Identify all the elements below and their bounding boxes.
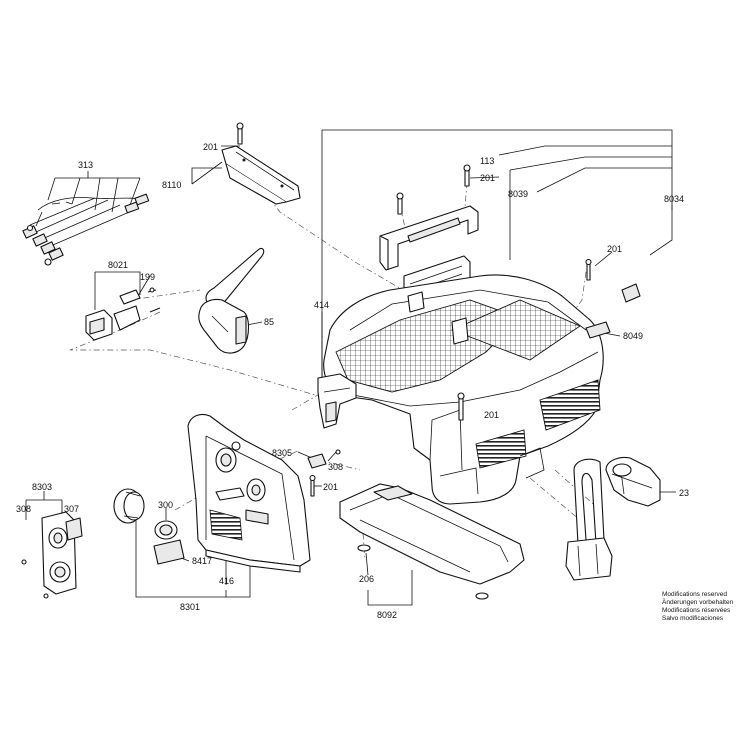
latch-414: [317, 373, 357, 429]
bottom-tray-8092: [339, 483, 525, 600]
label-8092: 8092: [377, 610, 397, 620]
side-panel-8303: [21, 511, 83, 599]
label-23: 23: [679, 488, 689, 498]
part-number-labels: 313 201 8110 113 201 8039 8034 201 8021 …: [16, 142, 689, 620]
switch-8021: [85, 287, 161, 341]
screws-8305: [307, 449, 341, 497]
label-113: 113: [480, 156, 494, 166]
notice-line-4: Salvo modificaciones: [662, 615, 724, 622]
label-307: 307: [64, 504, 79, 514]
label-85: 85: [264, 317, 274, 327]
label-201-panel: 201: [323, 482, 338, 492]
cable-hook-85: [198, 247, 265, 354]
label-199: 199: [140, 272, 155, 282]
leader-lines: [25, 129, 676, 606]
label-416: 416: [219, 576, 234, 586]
label-8034: 8034: [664, 194, 684, 204]
label-300: 300: [158, 500, 173, 510]
label-8021: 8021: [108, 260, 128, 270]
front-panel-8301: [187, 413, 311, 573]
label-313: 313: [78, 160, 93, 170]
label-8301: 8301: [180, 602, 200, 612]
label-8049: 8049: [623, 331, 643, 341]
label-308-upper: 308: [328, 462, 343, 472]
small-parts-right: [585, 258, 641, 339]
label-8417: 8417: [192, 556, 212, 566]
label-8110: 8110: [162, 180, 181, 190]
label-206: 206: [359, 574, 374, 584]
main-housing-8034: [323, 274, 604, 505]
label-414: 414: [314, 300, 329, 310]
label-201-handle: 201: [480, 173, 495, 183]
cap-300-8417: [153, 520, 185, 565]
knob-300: [113, 488, 145, 524]
label-308-lower: 308: [16, 504, 31, 514]
label-8305: 8305: [272, 448, 292, 458]
label-8039: 8039: [508, 189, 528, 199]
strap-clamp-23: [565, 456, 661, 581]
label-201-top-left: 201: [203, 142, 218, 152]
carry-handle-8110: [221, 122, 301, 205]
notice-line-1: Modifications reserved: [662, 591, 727, 598]
notice-line-3: Modifications réservées: [662, 607, 731, 614]
label-201-right: 201: [607, 244, 622, 254]
wiring-harness-313: [22, 193, 150, 266]
notice-line-2: Änderungen vorbehalten: [662, 598, 734, 606]
label-201-housing: 201: [484, 410, 499, 420]
modifications-notice: Modifications reserved Änderungen vorbeh…: [662, 591, 734, 622]
label-8303: 8303: [32, 482, 52, 492]
